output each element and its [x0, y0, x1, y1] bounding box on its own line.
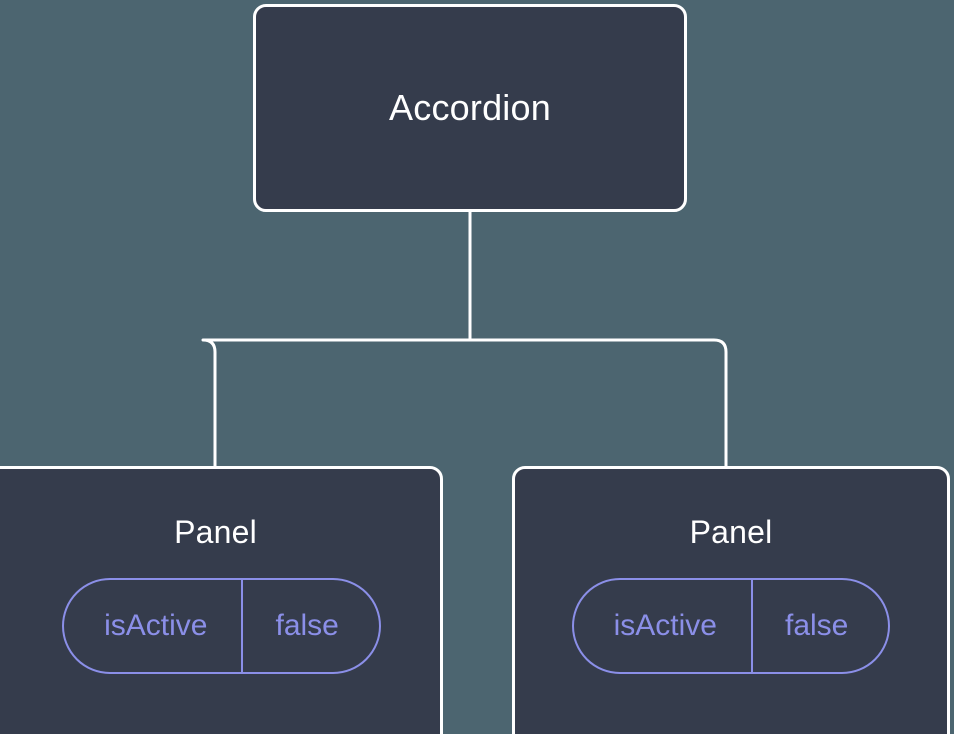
state-pill-panel-2-value: false — [784, 609, 849, 643]
node-panel-1[interactable]: Panel isActive false — [0, 466, 443, 734]
node-panel-2-title: Panel — [689, 514, 773, 550]
edge-root-to-panel-2 — [470, 338, 728, 466]
node-accordion[interactable]: Accordion — [253, 4, 687, 212]
state-pill-panel-1[interactable]: isActive false — [62, 578, 381, 675]
node-panel-2-body: isActive false — [571, 578, 891, 675]
state-pill-panel-1-key: isActive — [64, 580, 244, 673]
node-panel-1-title: Panel — [174, 514, 257, 550]
state-pill-panel-2-key: isActive — [574, 580, 753, 673]
node-panel-2[interactable]: Panel isActive false — [512, 466, 950, 734]
node-accordion-title: Accordion — [389, 87, 551, 129]
node-panel-1-body: isActive false — [62, 578, 381, 675]
state-pill-panel-1-value: false — [275, 609, 339, 643]
state-pill-panel-2[interactable]: isActive false — [571, 578, 891, 675]
edge-root-to-panel-1 — [201, 338, 470, 466]
